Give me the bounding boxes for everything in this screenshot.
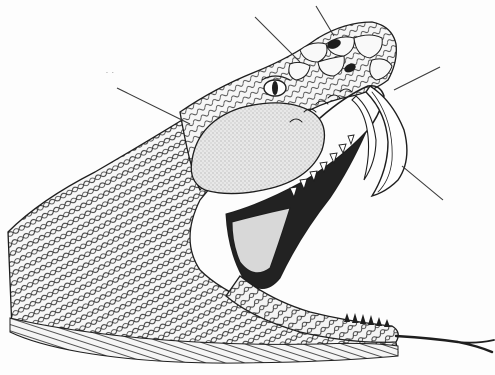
leader-line-eye (255, 17, 300, 62)
leader-line-pit (394, 67, 440, 90)
leader-line-venom-gland (117, 88, 190, 124)
forked-tongue (396, 336, 494, 352)
leader-line-fang (402, 166, 443, 200)
reserve-fang (352, 96, 376, 180)
leader-line-nostril (316, 6, 334, 36)
stray-mark: . . (106, 68, 115, 75)
